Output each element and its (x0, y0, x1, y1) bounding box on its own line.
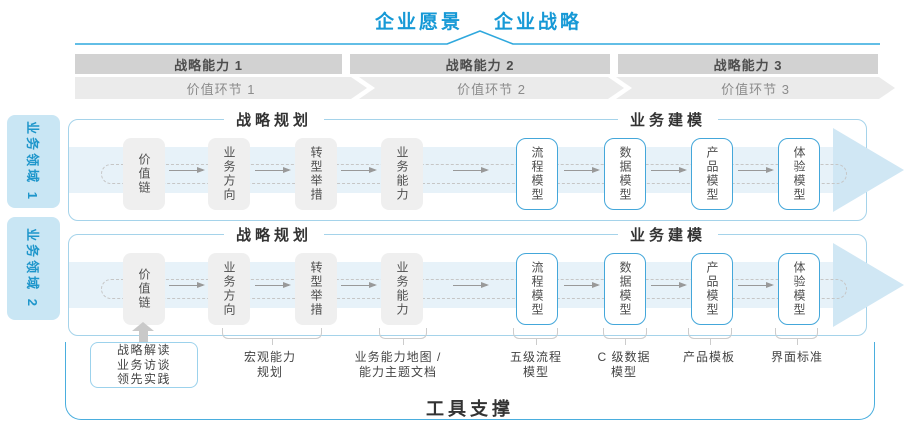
stage-box-label: 业务方向 (222, 146, 236, 202)
practice-input-box: 战略解读 业务访谈 领先实践 (90, 342, 198, 388)
strategic-capability-bar-1: 战略能力 1 (75, 54, 342, 74)
stage-box-transformation-initiatives: 转型举措 (295, 253, 337, 325)
value-link-chevron-3: 价值环节 3 (616, 77, 895, 99)
model-box-process-model: 流程模型 (516, 138, 558, 210)
business-domain-1-panel: 战略规划 业务建模 价值链 业务方向 转型举措 业务能力 流程模型 数据模型 产… (68, 109, 904, 221)
domain-tab-2-label: 业务领域 2 (25, 228, 40, 309)
annotation-line: 模型 (522, 365, 550, 379)
flow-arrow-icon (255, 282, 291, 288)
flow-arrow-icon (169, 167, 205, 173)
model-box-label: 体验模型 (792, 261, 806, 317)
business-domain-2-panel: 战略规划 业务建模 价值链 业务方向 转型举措 业务能力 流程模型 数据模型 产… (68, 224, 904, 336)
flow-arrow-icon (341, 167, 377, 173)
model-box-label: 流程模型 (530, 146, 544, 202)
flow-arrow-icon (738, 282, 774, 288)
stage-box-label: 价值链 (137, 268, 151, 310)
stage-box-label: 转型举措 (309, 146, 323, 202)
annotation-line: 产品模板 (682, 350, 736, 364)
annotation-line: 规划 (256, 365, 284, 379)
underbrace-icon (222, 328, 322, 345)
model-box-label: 数据模型 (618, 146, 632, 202)
model-box-experience-model: 体验模型 (778, 138, 820, 210)
dashed-pipeline-track (101, 164, 847, 184)
model-box-label: 体验模型 (792, 146, 806, 202)
model-box-data-model: 数据模型 (604, 138, 646, 210)
dashed-pipeline-track (101, 279, 847, 299)
underbrace-icon (603, 328, 647, 345)
enterprise-strategy-title: 企业战略 (493, 12, 583, 33)
underbrace-icon (513, 328, 558, 345)
business-modeling-header: 业务建模 (617, 224, 719, 245)
flow-arrow-icon (564, 167, 600, 173)
strategic-planning-header: 战略规划 (223, 224, 325, 245)
stage-box-value-chain: 价值链 (123, 138, 165, 210)
model-box-data-model: 数据模型 (604, 253, 646, 325)
business-modeling-header: 业务建模 (617, 109, 719, 130)
flow-arrow-icon (651, 167, 687, 173)
stage-box-label: 价值链 (137, 153, 151, 195)
stage-box-value-chain: 价值链 (123, 253, 165, 325)
stage-box-label: 业务方向 (222, 261, 236, 317)
stage-box-label: 转型举措 (309, 261, 323, 317)
underbrace-icon (775, 328, 818, 345)
model-box-product-model: 产品模型 (691, 253, 733, 325)
model-box-product-model: 产品模型 (691, 138, 733, 210)
divider-line-with-caret (75, 30, 880, 45)
annotation-line: 界面标准 (770, 350, 824, 364)
model-box-process-model: 流程模型 (516, 253, 558, 325)
annotation-product-template: 产品模板 (683, 350, 735, 365)
model-box-label: 产品模型 (705, 146, 719, 202)
annotation-line: C 级数据 (597, 350, 651, 364)
practice-line: 战略解读 (116, 343, 171, 358)
value-link-chevron-2: 价值环节 2 (359, 77, 624, 99)
underbrace-icon (379, 328, 427, 345)
domain-tab-1-label: 业务领域 1 (25, 121, 40, 202)
model-box-label: 产品模型 (705, 261, 719, 317)
annotation-capability-map-docs: 业务能力地图 / 能力主题文档 (355, 350, 442, 380)
flow-arrow-icon (453, 167, 489, 173)
annotation-line: 模型 (610, 365, 638, 379)
flow-arrow-icon (453, 282, 489, 288)
flow-arrow-icon (651, 282, 687, 288)
stage-box-label: 业务能力 (395, 261, 409, 317)
flow-arrow-icon (255, 167, 291, 173)
stage-box-transformation-initiatives: 转型举措 (295, 138, 337, 210)
tool-support-container (65, 342, 875, 420)
tool-support-title: 工具支撑 (426, 399, 514, 419)
stage-box-business-direction: 业务方向 (208, 138, 250, 210)
annotation-c-level-data-model: C 级数据 模型 (597, 350, 650, 380)
model-box-label: 流程模型 (530, 261, 544, 317)
strategic-planning-header: 战略规划 (223, 109, 325, 130)
annotation-five-level-process-model: 五级流程 模型 (510, 350, 562, 380)
up-arrow-icon (132, 322, 154, 342)
stage-box-business-capability: 业务能力 (381, 138, 423, 210)
practice-line: 领先实践 (116, 372, 171, 387)
enterprise-vision-title: 企业愿景 (374, 12, 464, 33)
model-box-label: 数据模型 (618, 261, 632, 317)
annotation-line: 能力主题文档 (358, 365, 438, 379)
annotation-line: 宏观能力 (243, 350, 297, 364)
model-box-experience-model: 体验模型 (778, 253, 820, 325)
underbrace-icon (688, 328, 732, 345)
annotation-ui-standard: 界面标准 (771, 350, 823, 365)
flow-arrow-icon (169, 282, 205, 288)
strategic-capability-bar-3: 战略能力 3 (618, 54, 878, 74)
flow-arrow-icon (738, 167, 774, 173)
strategic-capability-bar-2: 战略能力 2 (350, 54, 610, 74)
practice-line: 业务访谈 (116, 357, 171, 372)
flow-arrow-icon (341, 282, 377, 288)
domain-tab-1: 业务领域 1 (7, 115, 60, 208)
domain-tab-2: 业务领域 2 (7, 217, 60, 320)
annotation-macro-capability-planning: 宏观能力 规划 (244, 350, 296, 380)
annotation-line: 业务能力地图 / (354, 350, 442, 364)
flow-arrow-icon (564, 282, 600, 288)
stage-box-business-capability: 业务能力 (381, 253, 423, 325)
annotation-line: 五级流程 (509, 350, 563, 364)
stage-box-label: 业务能力 (395, 146, 409, 202)
stage-box-business-direction: 业务方向 (208, 253, 250, 325)
value-link-chevron-1: 价值环节 1 (75, 77, 367, 99)
